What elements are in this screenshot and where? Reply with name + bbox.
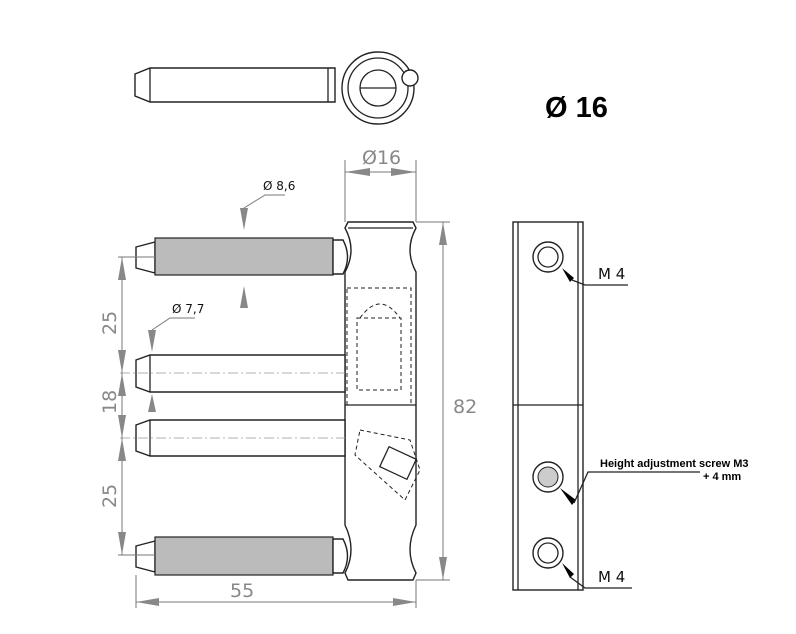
dimension-lines <box>118 160 450 608</box>
front-view <box>120 221 421 581</box>
length-label: 55 <box>230 580 254 602</box>
adjust-screw-label: Height adjustment screw M3 <box>600 458 749 470</box>
top-hole-label: M 4 <box>598 265 625 283</box>
top-view <box>134 51 419 125</box>
adjust-range-label: + 4 mm <box>703 471 741 483</box>
spacing-middle-label: 18 <box>99 390 121 414</box>
thread-diameter-label: Ø 8,6 <box>263 179 295 193</box>
bottom-hole-label: M 4 <box>598 568 625 586</box>
side-view <box>512 221 700 591</box>
height-label: 82 <box>453 396 477 418</box>
spacing-top-label: 25 <box>99 311 121 335</box>
pin-diameter-label: Ø 7,7 <box>172 302 204 316</box>
diameter-title: Ø 16 <box>545 92 608 124</box>
barrel-diameter-label: Ø16 <box>362 147 401 169</box>
spacing-bottom-label: 25 <box>99 484 121 508</box>
